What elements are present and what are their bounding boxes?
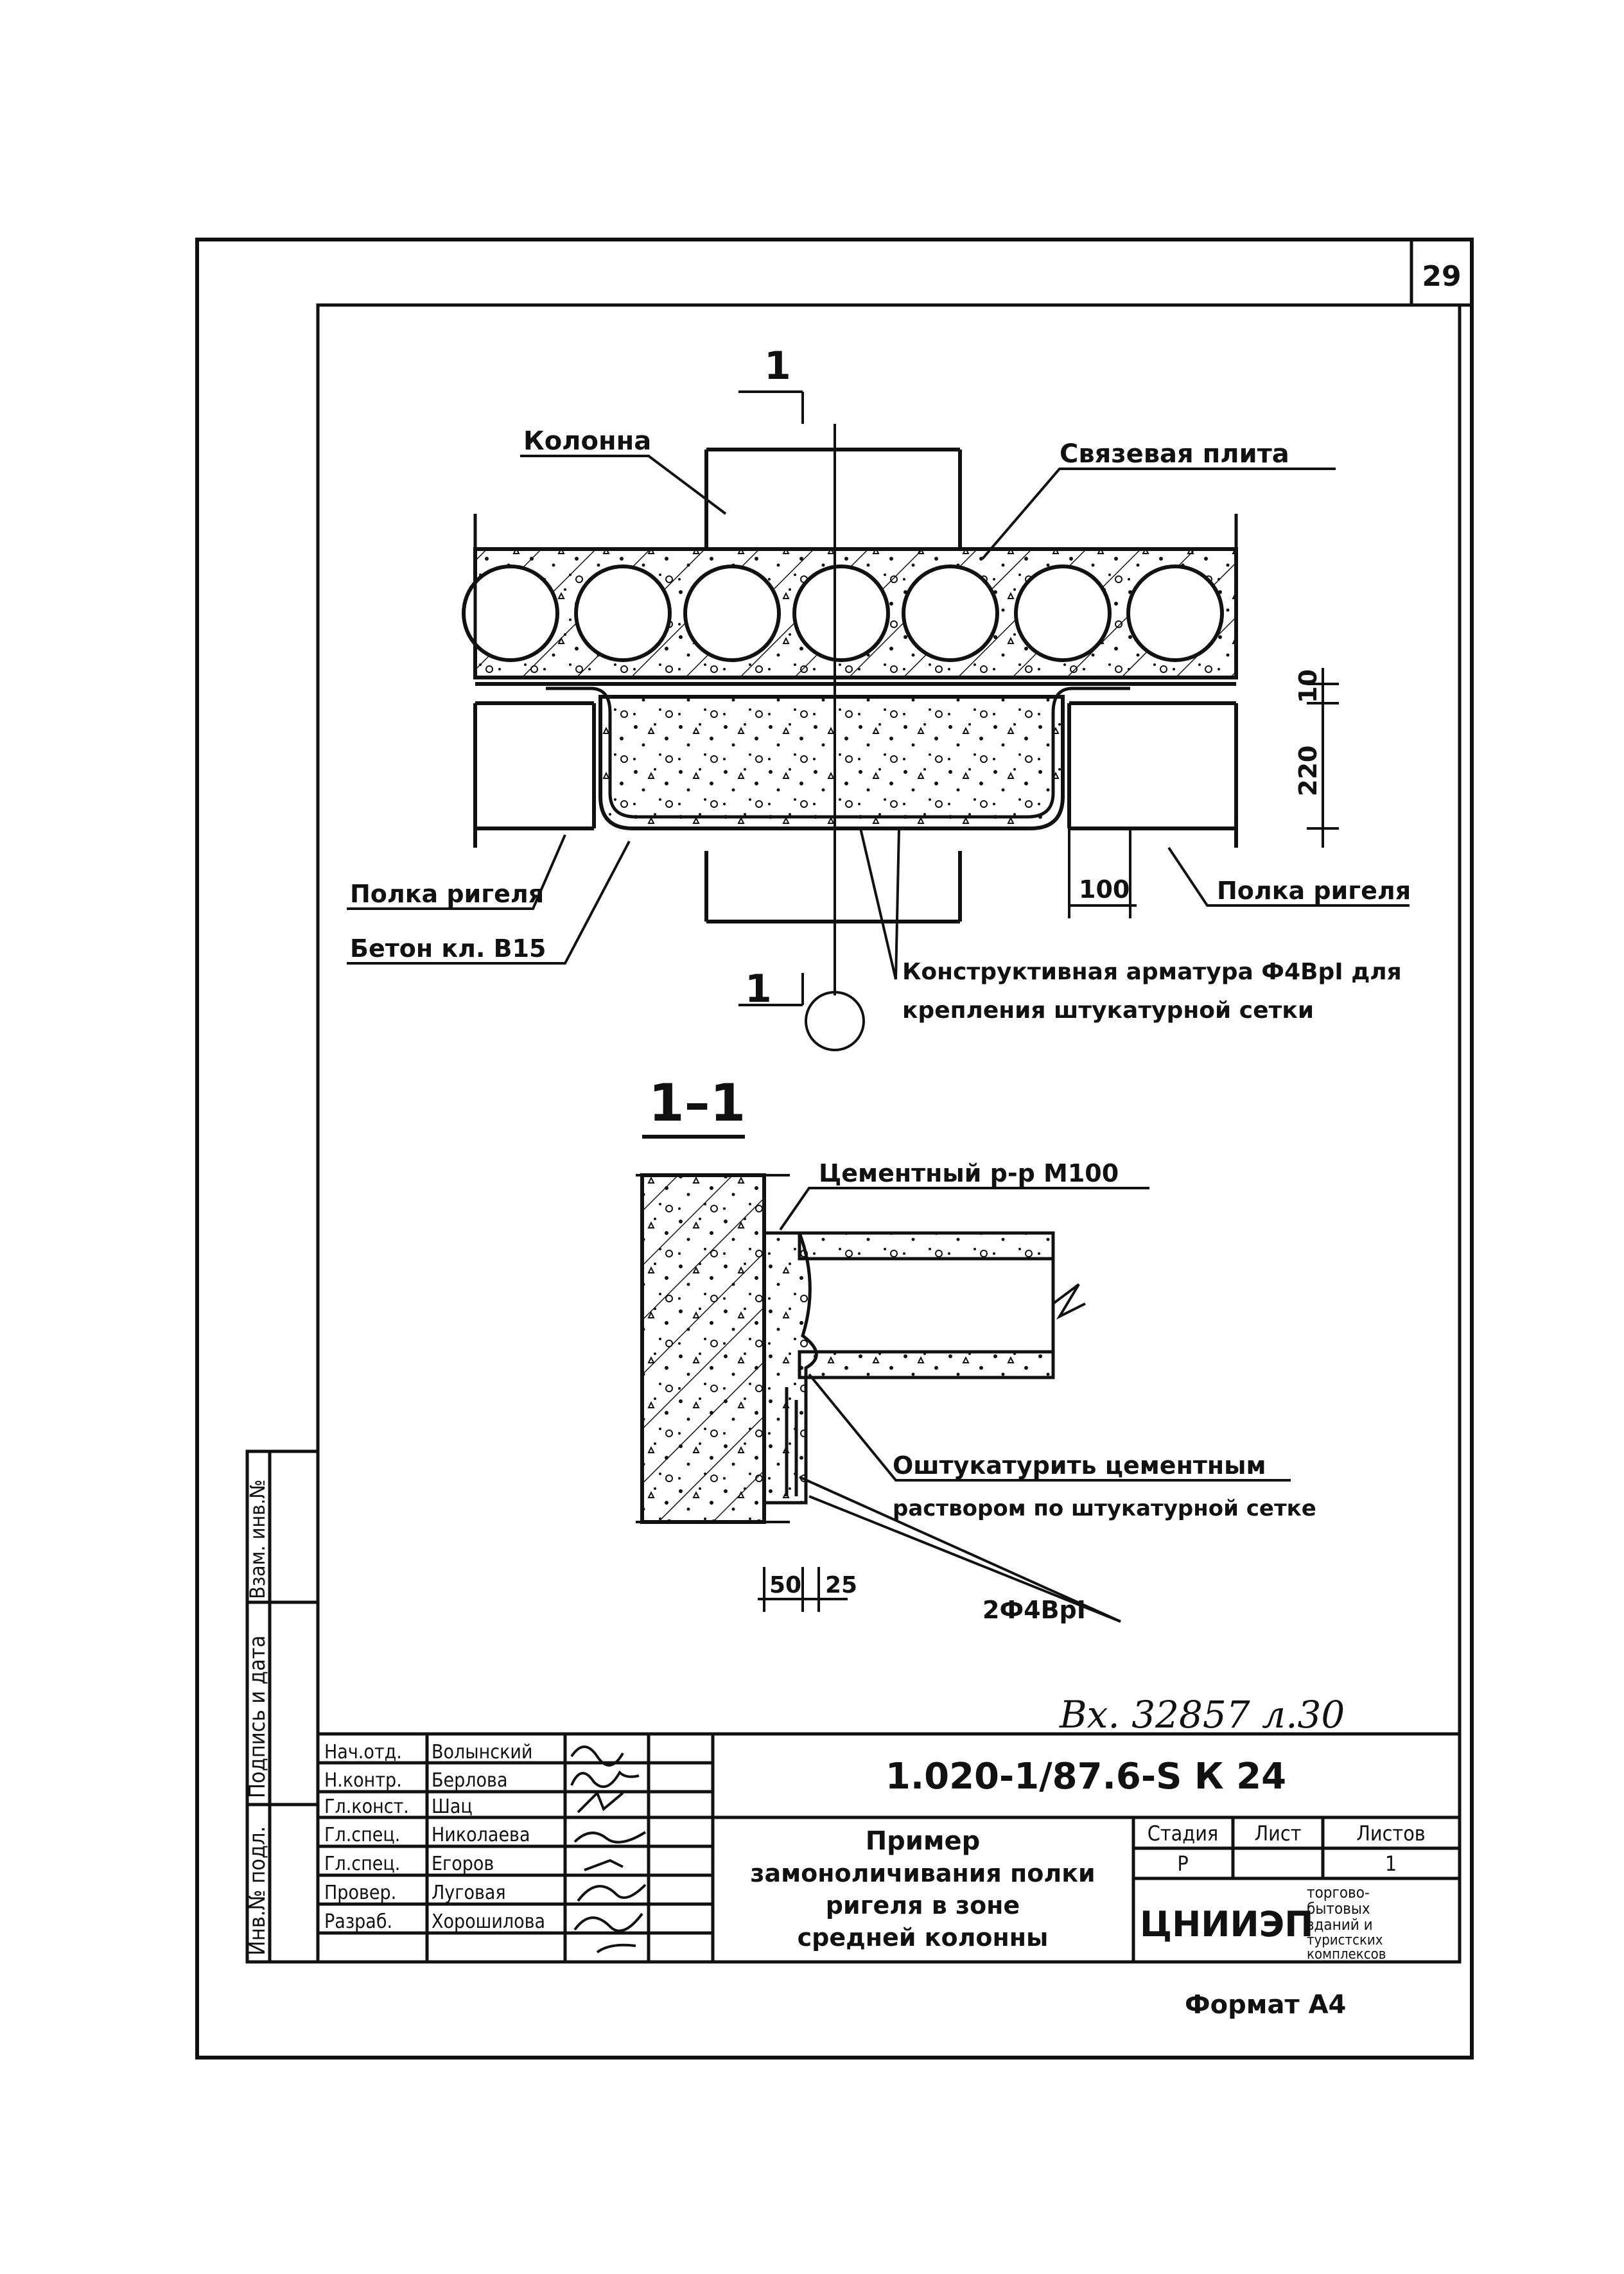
- label-beam-flange-left: Полка ригеля: [350, 880, 544, 908]
- archive-note: Вх. 32857 л.30: [1059, 1693, 1345, 1736]
- tie-slab: [462, 514, 1238, 679]
- section-rebars: [785, 1387, 798, 1496]
- leader-lines: [347, 455, 1410, 980]
- label-concrete: Бетон кл. В15: [350, 934, 546, 963]
- label-rebar-line2: крепления штукатурной сетки: [902, 997, 1314, 1024]
- concrete-fill: [546, 687, 1130, 830]
- side-sign-date: Подпись и дата: [245, 1636, 270, 1798]
- org-sub3: зданий и: [1307, 1916, 1373, 1934]
- org-name: ЦНИИЭП: [1140, 1904, 1314, 1945]
- plan-dimensions: [1068, 668, 1339, 918]
- section-mark-top: 1: [764, 344, 791, 389]
- title-line1: Пример: [866, 1826, 981, 1856]
- staff-name: Луговая: [432, 1882, 506, 1904]
- label-tie-slab: Связевая плита: [1060, 439, 1289, 469]
- org-sub1: торгово-: [1307, 1884, 1370, 1902]
- dim-50: 50: [769, 1572, 801, 1598]
- org-sub5: комплексов: [1307, 1946, 1386, 1963]
- section-mark-bottom: 1: [745, 966, 772, 1011]
- staff-name: Николаева: [432, 1824, 530, 1846]
- section-slab: [798, 1231, 1055, 1379]
- label-plaster-line1: Оштукатурить цементным: [893, 1451, 1266, 1480]
- sheets-value: 1: [1385, 1851, 1397, 1876]
- org-sub4: туристских: [1307, 1932, 1383, 1948]
- signatures: [570, 1745, 647, 1954]
- staff-role: Н.контр.: [324, 1769, 402, 1792]
- staff-role: Гл.спец.: [324, 1853, 400, 1875]
- stage-header: Стадия: [1148, 1821, 1218, 1846]
- staff-name: Берлова: [432, 1769, 507, 1792]
- dim-flange-offset: 100: [1079, 875, 1130, 904]
- page-number: 29: [1422, 260, 1461, 293]
- label-column: Колонна: [523, 426, 651, 456]
- label-mortar: Цементный р-р М100: [819, 1159, 1119, 1187]
- section-dimensions: [758, 1567, 848, 1612]
- org-sub2: бытовых: [1307, 1900, 1370, 1918]
- axis-line: [738, 390, 865, 1051]
- format-label: Формат А4: [1185, 1990, 1346, 2020]
- doc-code: 1.020-1/87.6-S К 24: [886, 1756, 1286, 1797]
- dim-25: 25: [825, 1572, 857, 1598]
- staff-name: Хорошилова: [432, 1911, 545, 1933]
- dim-slab-gap: 10: [1294, 669, 1322, 703]
- staff-name: Шац: [432, 1796, 473, 1818]
- dim-flange-height: 220: [1294, 746, 1322, 796]
- staff-role: Гл.спец.: [324, 1824, 400, 1846]
- stage-value: Р: [1177, 1851, 1188, 1876]
- staff-table: Нач.отд. Волынский Н.контр. Берлова Гл.к…: [324, 1741, 545, 1933]
- title-line3: ригеля в зоне: [826, 1891, 1020, 1920]
- side-inv-no: Инв.№ подл.: [245, 1826, 270, 1955]
- staff-role: Гл.конст.: [324, 1796, 409, 1818]
- section-title: 1–1: [649, 1073, 746, 1133]
- beam-flanges: [473, 682, 1238, 848]
- section-leaders: [779, 1187, 1291, 1623]
- side-replace-inv: Взам. инв.№: [245, 1480, 270, 1599]
- label-beam-flange-right: Полка ригеля: [1217, 877, 1411, 905]
- label-rebar-line1: Конструктивная арматура Ф4ВрI для: [902, 959, 1402, 985]
- staff-role: Нач.отд.: [324, 1741, 402, 1763]
- label-rebar: 2Ф4ВрI: [982, 1596, 1086, 1624]
- plan-view: 1 1 10 220 100 Колонна Связевая плита: [347, 344, 1411, 1051]
- sheet-header: Лист: [1255, 1821, 1302, 1846]
- staff-role: Разраб.: [324, 1911, 392, 1933]
- staff-name: Волынский: [432, 1741, 532, 1763]
- staff-role: Провер.: [324, 1882, 396, 1904]
- section-view: 1–1: [636, 1073, 1316, 1624]
- title-line2: замоноличивания полки: [750, 1859, 1095, 1887]
- sheets-header: Листов: [1356, 1821, 1426, 1846]
- title-line4: средней колонны: [798, 1923, 1049, 1952]
- side-stamp: [245, 1449, 320, 1964]
- label-plaster-line2: раствором по штукатурной сетке: [893, 1496, 1316, 1521]
- title-block-grid: [316, 1732, 1462, 1964]
- staff-name: Егоров: [432, 1853, 494, 1875]
